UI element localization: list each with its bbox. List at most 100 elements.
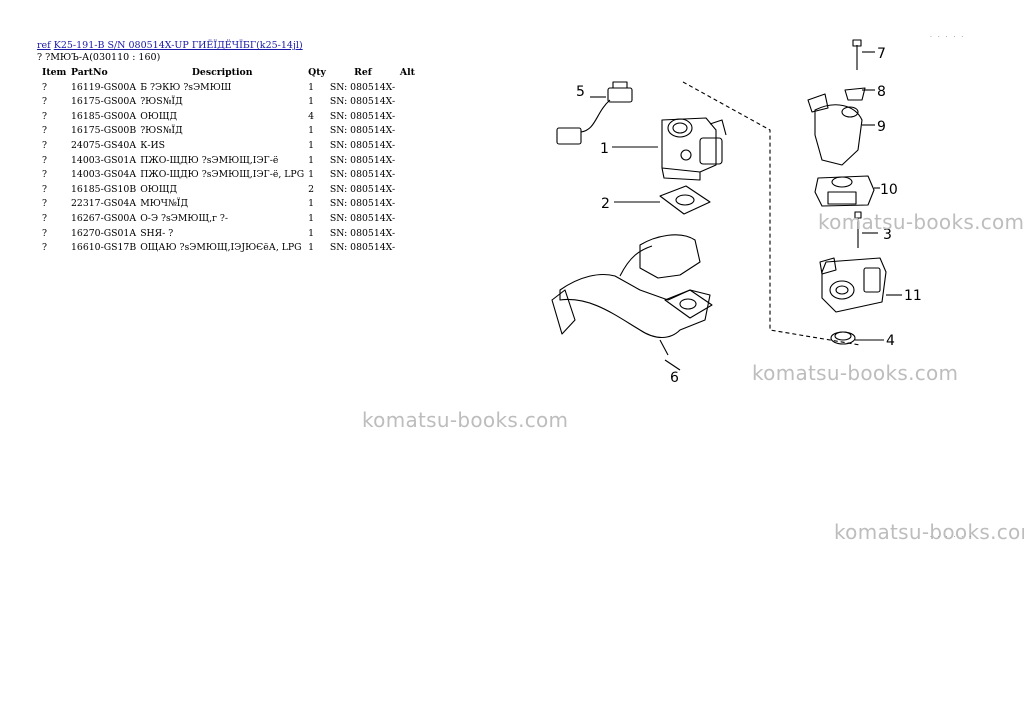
row-ref: SN: 080514X-: [329, 227, 396, 239]
row-qty: 1: [308, 227, 315, 239]
row-item: ?: [42, 96, 47, 108]
watermark-3: komatsu-books.com: [362, 408, 569, 432]
col-item: Item: [42, 67, 67, 78]
row-qty: 1: [308, 154, 315, 166]
row-description: ОЮЩД: [140, 110, 178, 122]
row-qty: 1: [308, 242, 315, 254]
row-item: ?: [42, 183, 47, 195]
row-description: К-ИS: [140, 139, 166, 151]
callout-10: 10: [880, 182, 898, 198]
row-description: О-Э ?sЭМЮЩ,г ?-: [140, 212, 229, 224]
callout-5: 5: [576, 84, 585, 100]
row-partno: 16175-GS00A: [71, 96, 137, 108]
ref-link[interactable]: ref: [37, 40, 51, 51]
row-ref: SN: 080514X-: [329, 198, 396, 210]
row-description: ?ЮS№ЇД: [140, 96, 183, 108]
row-partno: 16185-GS10B: [71, 183, 137, 195]
row-partno: 14003-GS04A: [71, 169, 137, 181]
page-subtitle: ? ?МЮЪ-А(030110 : 160): [37, 52, 161, 63]
row-qty: 2: [308, 183, 315, 195]
row-alt: [400, 124, 419, 139]
col-alt: Alt: [399, 67, 415, 78]
row-item: ?: [42, 154, 47, 166]
callout-1: 1: [600, 141, 609, 157]
row-item: ?: [42, 139, 47, 151]
callout-2: 2: [601, 196, 610, 212]
row-description: Б ?ЭКЮ ?sЭМЮШ: [140, 81, 232, 93]
callout-6: 6: [670, 370, 679, 386]
col-description: Description: [191, 67, 253, 78]
row-alt: [400, 241, 419, 256]
corner-mark-bottom: · · · · · ·: [930, 534, 973, 541]
callout-9: 9: [877, 119, 886, 135]
row-partno: 16267-GS00A: [71, 212, 137, 224]
row-alt: [400, 197, 419, 212]
row-ref: SN: 080514X-: [329, 242, 396, 254]
row-qty: 4: [308, 110, 315, 122]
watermark-2: komatsu-books.com: [752, 361, 959, 385]
page-header: ref K25-191-B S/N 080514X-UP ГИЁЇДЁЧЇБГ(…: [37, 40, 303, 52]
row-partno: 16119-GS00A: [71, 81, 137, 93]
row-description: ОЩАЮ ?sЭМЮЩ,ІЭЈЮЄёА, LPG: [140, 242, 302, 254]
row-ref: SN: 080514X-: [329, 169, 396, 181]
row-partno: 16175-GS00B: [71, 125, 137, 137]
row-partno: 16185-GS00A: [71, 110, 137, 122]
row-qty: 1: [308, 198, 315, 210]
watermark-1: komatsu-books.com: [818, 210, 1024, 234]
row-ref: SN: 080514X-: [329, 183, 396, 195]
row-qty: 1: [308, 81, 315, 93]
row-description: ПЖО-ЩДЮ ?sЭМЮЩ,ІЭГ-ё: [140, 154, 279, 166]
row-ref: SN: 080514X-: [329, 212, 396, 224]
row-item: ?: [42, 242, 47, 254]
row-ref: SN: 080514X-: [329, 110, 396, 122]
parts-diagram: 1 2 3 4 5 6 7 8 9 10 11: [551, 39, 922, 386]
col-partno: PartNo: [71, 67, 108, 78]
row-description: МЮЧ№ЇД: [140, 198, 189, 210]
row-item: ?: [42, 227, 47, 239]
row-item: ?: [42, 125, 47, 137]
row-partno: 16610-GS17B: [71, 242, 137, 254]
row-item: ?: [42, 198, 47, 210]
row-partno: 22317-GS04A: [71, 198, 137, 210]
row-description: ?ЮS№ЇД: [140, 125, 183, 137]
row-qty: 1: [308, 139, 315, 151]
row-item: ?: [42, 110, 47, 122]
row-alt: [400, 183, 419, 198]
row-alt: [400, 154, 419, 169]
row-ref: SN: 080514X-: [329, 139, 396, 151]
callout-11: 11: [904, 288, 922, 304]
row-alt: [400, 227, 419, 242]
parts-table: Item PartNo Description Qty Ref Alt ? 161…: [38, 66, 419, 256]
row-qty: 1: [308, 169, 315, 181]
row-partno: 24075-GS40A: [71, 139, 137, 151]
row-partno: 16270-GS01A: [71, 227, 137, 239]
col-ref: Ref: [354, 67, 372, 78]
col-qty: Qty: [308, 67, 326, 78]
callout-4: 4: [886, 333, 895, 349]
row-alt: [400, 81, 419, 96]
row-description: ПЖО-ЩДЮ ?sЭМЮЩ,ІЭГ-ё, LPG: [140, 169, 305, 181]
corner-mark-top: · · · · ·: [930, 34, 966, 41]
row-item: ?: [42, 81, 47, 93]
row-alt: [400, 212, 419, 227]
callout-3: 3: [883, 227, 892, 243]
row-alt: [400, 95, 419, 110]
row-alt: [400, 110, 419, 125]
row-qty: 1: [308, 96, 315, 108]
callout-7: 7: [877, 46, 886, 62]
row-item: ?: [42, 212, 47, 224]
row-partno: 14003-GS01A: [71, 154, 137, 166]
table-header-row: Item PartNo Description Qty Ref Alt: [38, 66, 419, 81]
title-link[interactable]: K25-191-B S/N 080514X-UP ГИЁЇДЁЧЇБГ(k25-…: [53, 40, 303, 51]
row-alt: [400, 168, 419, 183]
row-description: ОЮЩД: [140, 183, 178, 195]
callout-8: 8: [877, 84, 886, 100]
